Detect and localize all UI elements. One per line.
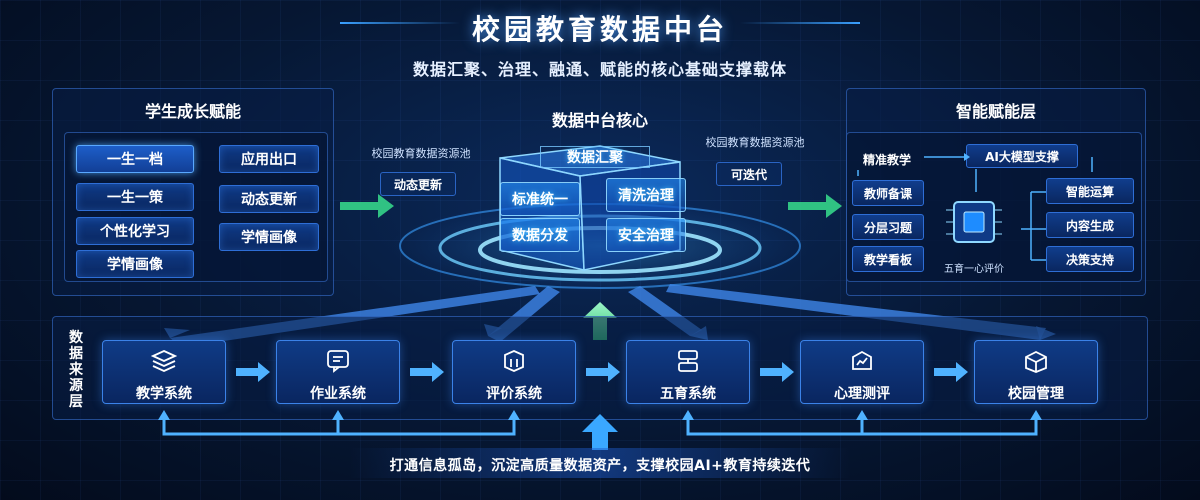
system-label: 评价系统 <box>486 386 542 402</box>
left-item-personalized[interactable]: 个性化学习 <box>76 217 194 245</box>
system-flow-arrows <box>158 362 1042 450</box>
left-pool-tag: 动态更新 <box>380 172 456 196</box>
title-deco-right <box>740 22 860 24</box>
system-label: 校园管理 <box>1008 386 1064 402</box>
right-node-content-gen[interactable]: 内容生成 <box>1046 212 1134 238</box>
core-title: 数据中台核心 <box>551 111 648 130</box>
left-item-archive[interactable]: 一生一档 <box>76 145 194 173</box>
box-icon <box>1025 350 1047 373</box>
left-item-portrait[interactable]: 学情画像 <box>76 250 194 278</box>
right-node-decision[interactable]: 决策支持 <box>1046 246 1134 272</box>
left-item-learning-portrait[interactable]: 学情画像 <box>219 223 319 251</box>
system-card-five-edu[interactable]: 五育系统 <box>626 340 750 404</box>
chip-caption: 五育一心评价 <box>944 264 1004 275</box>
left-item-strategy[interactable]: 一生一策 <box>76 183 194 211</box>
horizontal-arrows <box>236 362 968 382</box>
page-title: 校园教育数据中台 <box>471 13 728 46</box>
cube-cell-distribute: 数据分发 <box>500 218 580 252</box>
cube-top-label: 数据汇聚 <box>540 146 650 168</box>
right-node-lesson-prep[interactable]: 教师备课 <box>852 180 924 206</box>
system-label: 五育系统 <box>660 386 716 402</box>
feedback-loop-right <box>686 418 1038 436</box>
layers-icon <box>151 350 177 372</box>
center-up-arrow <box>582 414 618 450</box>
left-item-export[interactable]: 应用出口 <box>219 145 319 173</box>
left-green-arrow <box>340 194 394 218</box>
cube-box-icon <box>504 350 524 372</box>
connector-arrowhead <box>964 153 970 161</box>
right-pool-tag: 可迭代 <box>716 162 782 186</box>
system-card-teaching[interactable]: 教学系统 <box>102 340 226 404</box>
right-node-tiered-exercise[interactable]: 分层习题 <box>852 214 924 240</box>
left-pool-label: 校园教育数据资源池 <box>371 147 471 160</box>
cube-cell-security: 安全治理 <box>606 218 686 252</box>
system-card-campus[interactable]: 校园管理 <box>974 340 1098 404</box>
system-label: 作业系统 <box>310 386 366 402</box>
system-label: 教学系统 <box>136 386 192 402</box>
right-node-teaching-board[interactable]: 教学看板 <box>852 246 924 272</box>
server-icon <box>678 350 698 372</box>
left-panel-title: 学生成长赋能 <box>144 102 241 121</box>
ai-model-support-node[interactable]: AI大模型支撑 <box>966 144 1078 168</box>
footer-caption: 打通信息孤岛，沉淀高质量数据资产，支撑校园AI+教育持续迭代 <box>389 458 811 474</box>
right-panel-title: 智能赋能层 <box>955 102 1036 121</box>
chat-doc-icon <box>327 350 349 373</box>
system-card-psych[interactable]: 心理测评 <box>800 340 924 404</box>
precise-teaching-label: 精准教学 <box>862 152 911 167</box>
footer-bar <box>350 448 850 478</box>
system-card-homework[interactable]: 作业系统 <box>276 340 400 404</box>
left-item-dynamic[interactable]: 动态更新 <box>219 185 319 213</box>
right-pool-label: 校园教育数据资源池 <box>705 136 805 149</box>
source-layer-label: 数 据 来 源 层 <box>69 330 83 410</box>
right-green-arrow <box>788 194 842 218</box>
chart-shield-icon <box>852 350 872 370</box>
page-subtitle: 数据汇聚、治理、融通、赋能的核心基础支撑载体 <box>412 60 787 79</box>
cube-cell-cleanse: 清洗治理 <box>606 178 686 212</box>
system-label: 心理测评 <box>834 386 890 402</box>
cube-cell-standard: 标准统一 <box>500 182 580 216</box>
feedback-loop-left <box>162 418 516 436</box>
right-node-smart-compute[interactable]: 智能运算 <box>1046 178 1134 204</box>
system-card-evaluation[interactable]: 评价系统 <box>452 340 576 404</box>
right-panel-connectors <box>857 153 1093 261</box>
